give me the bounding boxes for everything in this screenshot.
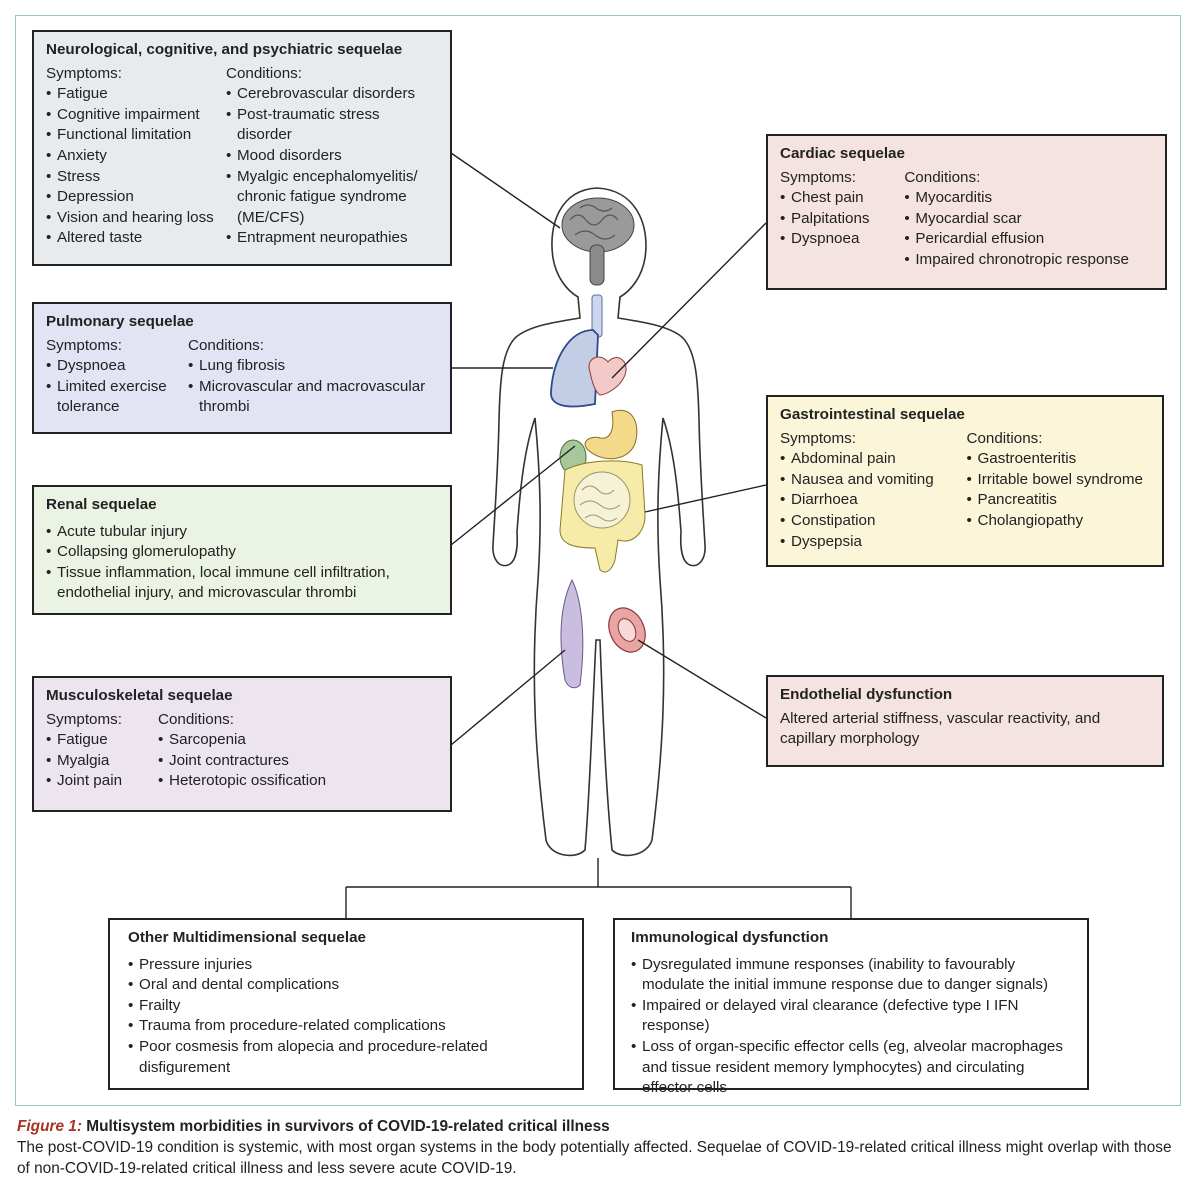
list-item: Myalgia xyxy=(46,751,158,772)
brain-folds xyxy=(569,204,619,240)
list-item: Diarrhoea xyxy=(780,490,966,511)
pulmonary-title: Pulmonary sequelae xyxy=(46,313,194,330)
caption-text: The post-COVID-19 condition is systemic,… xyxy=(17,1139,1172,1177)
list-item: Myalgic encephalomyelitis/ chronic fatig… xyxy=(226,167,438,229)
renal-sequelae-box: Renal sequelae Acute tubular injury Coll… xyxy=(32,485,452,615)
gastro-conditions-label: Conditions: xyxy=(966,429,1043,447)
immuno-title: Immunological dysfunction xyxy=(631,929,829,946)
list-item: Myocardial scar xyxy=(904,209,1153,230)
list-item: Chest pain xyxy=(780,188,904,209)
list-item: Sarcopenia xyxy=(158,730,438,751)
list-item: Anxiety xyxy=(46,146,226,167)
connector-lines xyxy=(345,152,852,920)
cardiac-symptoms-label: Symptoms: xyxy=(780,168,856,186)
neuro-sequelae-box: Neurological, cognitive, and psychiatric… xyxy=(32,30,452,266)
caption-title: Multisystem morbidities in survivors of … xyxy=(86,1118,610,1135)
immunological-dysfunction-box: Immunological dysfunction Dysregulated i… xyxy=(613,918,1089,1096)
gastro-title: Gastrointestinal sequelae xyxy=(780,406,965,423)
list-item: Functional limitation xyxy=(46,125,226,146)
list-item: Palpitations xyxy=(780,209,904,230)
list-item: Dyspepsia xyxy=(780,532,966,553)
list-item: Dysregulated immune responses (inability… xyxy=(631,955,1075,996)
list-item: Limited exercise tolerance xyxy=(46,377,188,418)
pulmonary-sequelae-box: Pulmonary sequelae Symptoms: Dyspnoea Li… xyxy=(32,302,452,434)
list-item: Altered taste xyxy=(46,228,226,249)
list-item: Myocarditis xyxy=(904,188,1153,209)
gastrointestinal-sequelae-box: Gastrointestinal sequelae Symptoms: Abdo… xyxy=(766,395,1164,567)
neuro-symptoms-label: Symptoms: xyxy=(46,64,122,82)
list-item: Constipation xyxy=(780,511,966,532)
list-item: Fatigue xyxy=(46,730,158,751)
list-item: Cholangiopathy xyxy=(966,511,1150,532)
musculo-conditions-label: Conditions: xyxy=(158,710,234,728)
list-item: Frailty xyxy=(128,996,570,1017)
small-intestine xyxy=(573,471,631,529)
brain-shape xyxy=(561,197,635,253)
list-item: Oral and dental complications xyxy=(128,975,570,996)
pulmonary-conditions-label: Conditions: xyxy=(188,336,264,354)
list-item: Abdominal pain xyxy=(780,449,966,470)
list-item: Fatigue xyxy=(46,84,226,105)
figure-frame xyxy=(15,15,1181,1106)
endothelial-title: Endothelial dysfunction xyxy=(780,686,953,703)
list-item: Dyspnoea xyxy=(780,229,904,250)
list-item: Trauma from procedure-related complicati… xyxy=(128,1016,570,1037)
list-item: Dyspnoea xyxy=(46,356,188,377)
list-item: Gastroenteritis xyxy=(966,449,1150,470)
list-item: Lung fibrosis xyxy=(188,356,438,377)
list-item: Heterotopic ossification xyxy=(158,771,438,792)
heart-shape xyxy=(588,356,627,396)
figure-label: Figure 1: xyxy=(17,1118,82,1135)
list-item: Microvascular and macrovascular thrombi xyxy=(188,377,438,418)
brainstem xyxy=(589,244,605,286)
list-item: Cerebrovascular disorders xyxy=(226,84,438,105)
cardiac-sequelae-box: Cardiac sequelae Symptoms: Chest pain Pa… xyxy=(766,134,1167,290)
list-item: Cognitive impairment xyxy=(46,105,226,126)
gastro-symptoms-label: Symptoms: xyxy=(780,429,856,447)
list-item: Poor cosmesis from alopecia and procedur… xyxy=(128,1037,570,1078)
list-item: Acute tubular injury xyxy=(46,522,438,543)
list-item: Tissue inflammation, local immune cell i… xyxy=(46,563,438,604)
list-item: Joint contractures xyxy=(158,751,438,772)
other-sequelae-box: Other Multidimensional sequelae Pressure… xyxy=(108,918,584,1090)
caption-heading: Figure 1: Multisystem morbidities in sur… xyxy=(17,1116,1187,1137)
other-title: Other Multidimensional sequelae xyxy=(128,929,366,946)
musculo-title: Musculoskeletal sequelae xyxy=(46,687,233,704)
list-item: Pressure injuries xyxy=(128,955,570,976)
neuro-title: Neurological, cognitive, and psychiatric… xyxy=(46,41,403,58)
lung-shape xyxy=(550,329,599,408)
list-item: Pericardial effusion xyxy=(904,229,1153,250)
pulmonary-symptoms-label: Symptoms: xyxy=(46,336,122,354)
list-item: Loss of organ-specific effector cells (e… xyxy=(631,1037,1075,1099)
list-item: Impaired or delayed viral clearance (def… xyxy=(631,996,1075,1037)
list-item: Entrapment neuropathies xyxy=(226,228,438,249)
small-intestine-coils xyxy=(579,485,621,522)
list-item: Post-traumatic stress disorder xyxy=(226,105,438,146)
muscle-shape xyxy=(560,578,584,689)
endothelial-dysfunction-box: Endothelial dysfunction Altered arterial… xyxy=(766,675,1164,767)
cardiac-title: Cardiac sequelae xyxy=(780,145,905,162)
endothelial-text: Altered arterial stiffness, vascular rea… xyxy=(780,709,1101,748)
cardiac-conditions-label: Conditions: xyxy=(904,168,981,186)
list-item: Stress xyxy=(46,167,226,188)
list-item: Nausea and vomiting xyxy=(780,470,966,491)
list-item: Depression xyxy=(46,187,226,208)
list-item: Joint pain xyxy=(46,771,158,792)
stomach-shape xyxy=(584,409,638,460)
list-item: Pancreatitis xyxy=(966,490,1150,511)
list-item: Mood disorders xyxy=(226,146,438,167)
renal-title: Renal sequelae xyxy=(46,496,157,513)
musculo-symptoms-label: Symptoms: xyxy=(46,710,122,728)
list-item: Irritable bowel syndrome xyxy=(966,470,1150,491)
list-item: Collapsing glomerulopathy xyxy=(46,542,438,563)
musculoskeletal-sequelae-box: Musculoskeletal sequelae Symptoms: Fatig… xyxy=(32,676,452,812)
list-item: Impaired chronotropic response xyxy=(904,250,1153,271)
figure-caption: Figure 1: Multisystem morbidities in sur… xyxy=(17,1116,1187,1179)
neuro-conditions-label: Conditions: xyxy=(226,64,302,82)
list-item: Vision and hearing loss xyxy=(46,208,226,229)
